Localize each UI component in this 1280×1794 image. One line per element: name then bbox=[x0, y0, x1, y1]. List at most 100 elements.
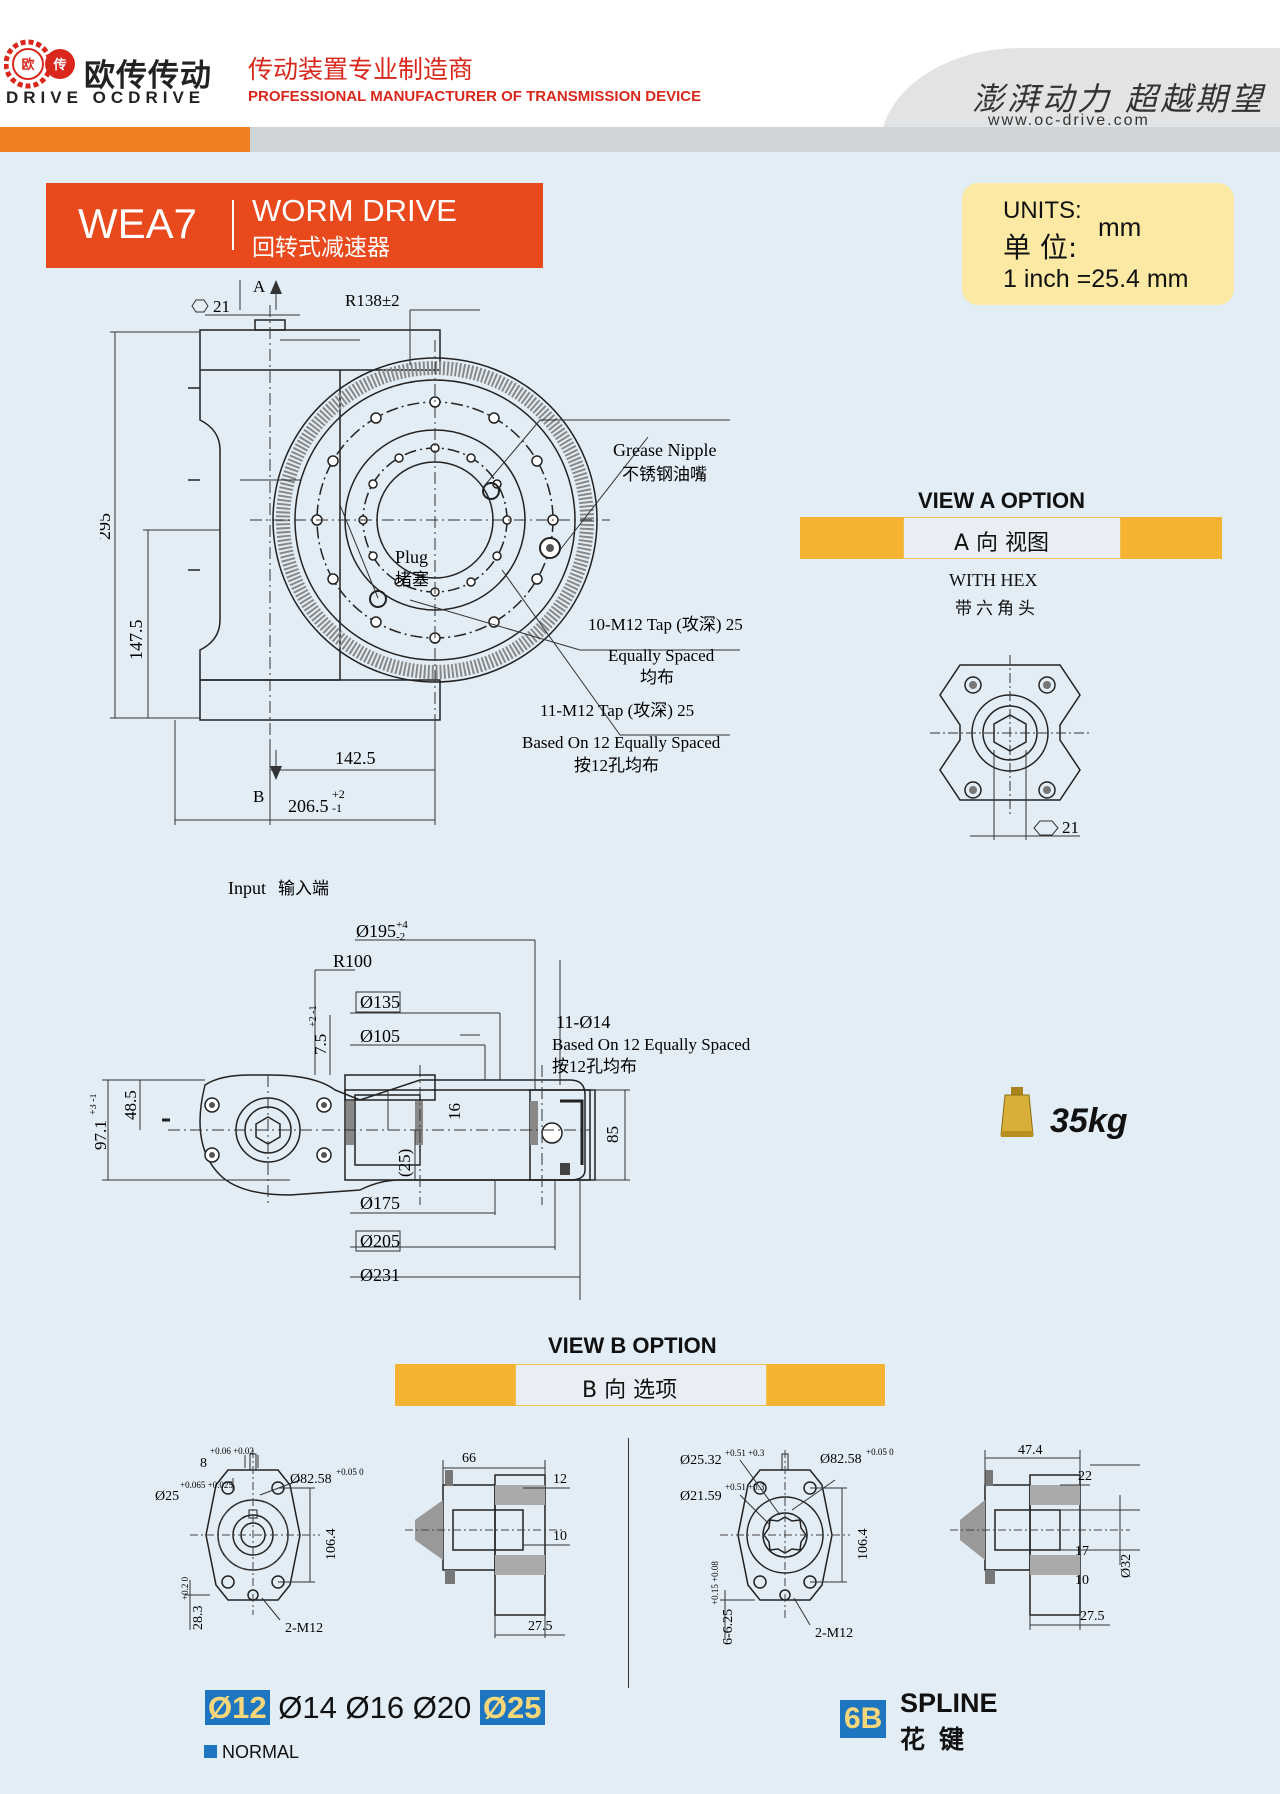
spline-d32: Ø32 bbox=[1119, 1554, 1134, 1578]
logo-en: DRIVE OCDRIVE bbox=[6, 88, 206, 107]
spline-label-en: SPLINE bbox=[900, 1688, 998, 1718]
units-inch: 1 inch =25.4 mm bbox=[1003, 265, 1189, 293]
units-box bbox=[962, 183, 1234, 305]
spline-d17: 17 bbox=[1075, 1544, 1089, 1559]
view-a-drawing: 21 bbox=[930, 655, 1090, 840]
spline-d2159: Ø21.59 bbox=[680, 1489, 722, 1504]
spline-shaft-side: 47.4 22 17 10 Ø32 27.5 bbox=[950, 1443, 1140, 1630]
side-holes-sub-cn: 按12孔均布 bbox=[552, 1057, 637, 1076]
size-option-12: Ø12 bbox=[205, 1690, 270, 1725]
normal-d25: Ø25 bbox=[155, 1489, 179, 1504]
side-d105: Ø105 bbox=[360, 1026, 400, 1046]
arrow-b-label: B bbox=[253, 787, 264, 806]
spline-label-cn: 花键 bbox=[900, 1725, 979, 1754]
spline-d625: 6-6.25 bbox=[721, 1609, 736, 1645]
view-a-title: VIEW A OPTION bbox=[918, 488, 1086, 513]
title-separator bbox=[232, 200, 234, 250]
tap11-label: 11-M12 Tap (攻深) 25 bbox=[540, 701, 694, 720]
size-option-14: Ø14 bbox=[278, 1690, 337, 1725]
slogan-cn: 传动装置专业制造商 bbox=[248, 55, 474, 84]
normal-d8-tol: +0.06 +0.02 bbox=[210, 1446, 254, 1456]
spline-d474: 47.4 bbox=[1018, 1443, 1043, 1458]
slogan-en: PROFESSIONAL MANUFACTURER OF TRANSMISSIO… bbox=[248, 88, 702, 105]
front-hex-dim: 21 bbox=[213, 297, 230, 316]
side-holes-sub-en: Based On 12 Equally Spaced bbox=[552, 1035, 751, 1054]
product-name-cn: 回转式减速器 bbox=[252, 235, 390, 261]
side-d195: Ø195 bbox=[356, 921, 396, 941]
weight-icon bbox=[1000, 1087, 1034, 1137]
spline-d10: 10 bbox=[1075, 1573, 1089, 1588]
normal-d8258-tol: +0.05 0 bbox=[336, 1467, 364, 1477]
tap10-label: 10-M12 Tap (攻深) 25 bbox=[588, 615, 743, 634]
normal-d8258: Ø82.58 bbox=[290, 1472, 332, 1487]
view-a-subtitle: A 向 视图 bbox=[954, 531, 1050, 556]
spline-d275: 27.5 bbox=[1080, 1609, 1105, 1624]
dim-206-5: 206.5 bbox=[288, 796, 329, 816]
input-en: Input bbox=[228, 878, 266, 898]
side-d175: Ø175 bbox=[360, 1193, 400, 1213]
side-d971: 97.1 bbox=[91, 1120, 110, 1150]
view-b-title: VIEW B OPTION bbox=[548, 1333, 717, 1358]
motto: 澎湃动力 超越期望 bbox=[972, 80, 1266, 118]
spline-d2532-tol: +0.51 +0.3 bbox=[725, 1448, 765, 1458]
spline-m12: 2-M12 bbox=[815, 1626, 853, 1641]
plug-en: Plug bbox=[395, 547, 428, 567]
spline-d22: 22 bbox=[1078, 1469, 1092, 1484]
side-d25: (25) bbox=[395, 1149, 414, 1177]
view-a-bar-inner bbox=[903, 517, 1121, 559]
spline-d8258-tol: +0.05 0 bbox=[866, 1447, 894, 1457]
website-url: www.oc-drive.com bbox=[988, 112, 1150, 129]
side-d135: Ø135 bbox=[360, 992, 400, 1012]
normal-d283: 28.3 bbox=[191, 1606, 206, 1631]
spline-d625-tol: +0.15 +0.08 bbox=[710, 1561, 720, 1605]
side-view-drawing: Ø195 +4 -2 R100 Ø135 Ø105 11-Ø14 Based O… bbox=[90, 919, 751, 1300]
normal-shaft-side: 66 12 10 27.5 bbox=[405, 1451, 570, 1638]
plug-cn: 堵塞 bbox=[395, 570, 429, 589]
side-d485: 48.5 bbox=[121, 1090, 140, 1120]
units-label-en: UNITS: bbox=[1003, 197, 1082, 224]
tap11-sub-en: Based On 12 Equally Spaced bbox=[522, 733, 721, 752]
view-a-hex-cn: 带六角头 bbox=[955, 599, 1039, 619]
side-d75: 7.5 bbox=[311, 1034, 330, 1055]
normal-d283-tol: +0.2 0 bbox=[180, 1576, 190, 1600]
spline-shaft-front: Ø25.32 +0.51 +0.3 Ø21.59 +0.51 +0.3 Ø82.… bbox=[680, 1447, 894, 1645]
normal-d8: 8 bbox=[200, 1456, 207, 1471]
side-d195-tol-up: +4 bbox=[396, 919, 408, 931]
logo-badge-1: 欧 bbox=[21, 57, 34, 72]
tap11-sub-cn: 按12孔均布 bbox=[574, 756, 659, 775]
normal-d66: 66 bbox=[462, 1451, 476, 1466]
normal-d275: 27.5 bbox=[528, 1619, 553, 1634]
logo-badge-2: 传 bbox=[52, 57, 66, 72]
normal-d1064: 106.4 bbox=[324, 1529, 339, 1561]
normal-d10: 10 bbox=[553, 1529, 567, 1544]
dim-142-5: 142.5 bbox=[335, 748, 376, 768]
size-option-20: Ø20 bbox=[412, 1690, 472, 1725]
view-a-hex-en: WITH HEX bbox=[949, 570, 1038, 590]
normal-shaft-front: 8 +0.06 +0.02 Ø25 +0.065 +0.025 Ø82.58 +… bbox=[155, 1446, 364, 1636]
gear-logo-icon: 欧 传 bbox=[4, 39, 75, 89]
input-cn: 输入端 bbox=[278, 879, 329, 898]
header-orange-band bbox=[0, 127, 250, 152]
tap10-sub-en: Equally Spaced bbox=[608, 646, 715, 665]
normal-legend-swatch bbox=[204, 1745, 217, 1758]
view-a-hex-dim: 21 bbox=[1062, 818, 1079, 837]
normal-legend-label: NORMAL bbox=[222, 1742, 300, 1762]
side-d971-tol: +3 -1 bbox=[90, 1094, 99, 1115]
spline-badge: 6B bbox=[840, 1700, 887, 1738]
side-d195-tol-dn: -2 bbox=[396, 931, 405, 943]
spline-d2532: Ø25.32 bbox=[680, 1453, 722, 1468]
side-holes: 11-Ø14 bbox=[556, 1012, 610, 1032]
logo-cn: 欧传传动 bbox=[84, 58, 212, 94]
normal-d12: 12 bbox=[553, 1472, 567, 1487]
side-d231: Ø231 bbox=[360, 1265, 400, 1285]
side-d205: Ø205 bbox=[360, 1231, 400, 1251]
dim-147-5: 147.5 bbox=[126, 620, 146, 661]
radius-dim: R138±2 bbox=[345, 291, 400, 310]
view-b-subtitle: B 向 选项 bbox=[582, 1378, 678, 1403]
tap10-sub-cn: 均布 bbox=[640, 668, 674, 687]
units-value: mm bbox=[1098, 212, 1142, 242]
view-b-bar-inner bbox=[515, 1364, 767, 1406]
size-option-16: Ø16 bbox=[345, 1690, 405, 1725]
title-box bbox=[46, 183, 543, 268]
dim-295: 295 bbox=[100, 513, 114, 540]
